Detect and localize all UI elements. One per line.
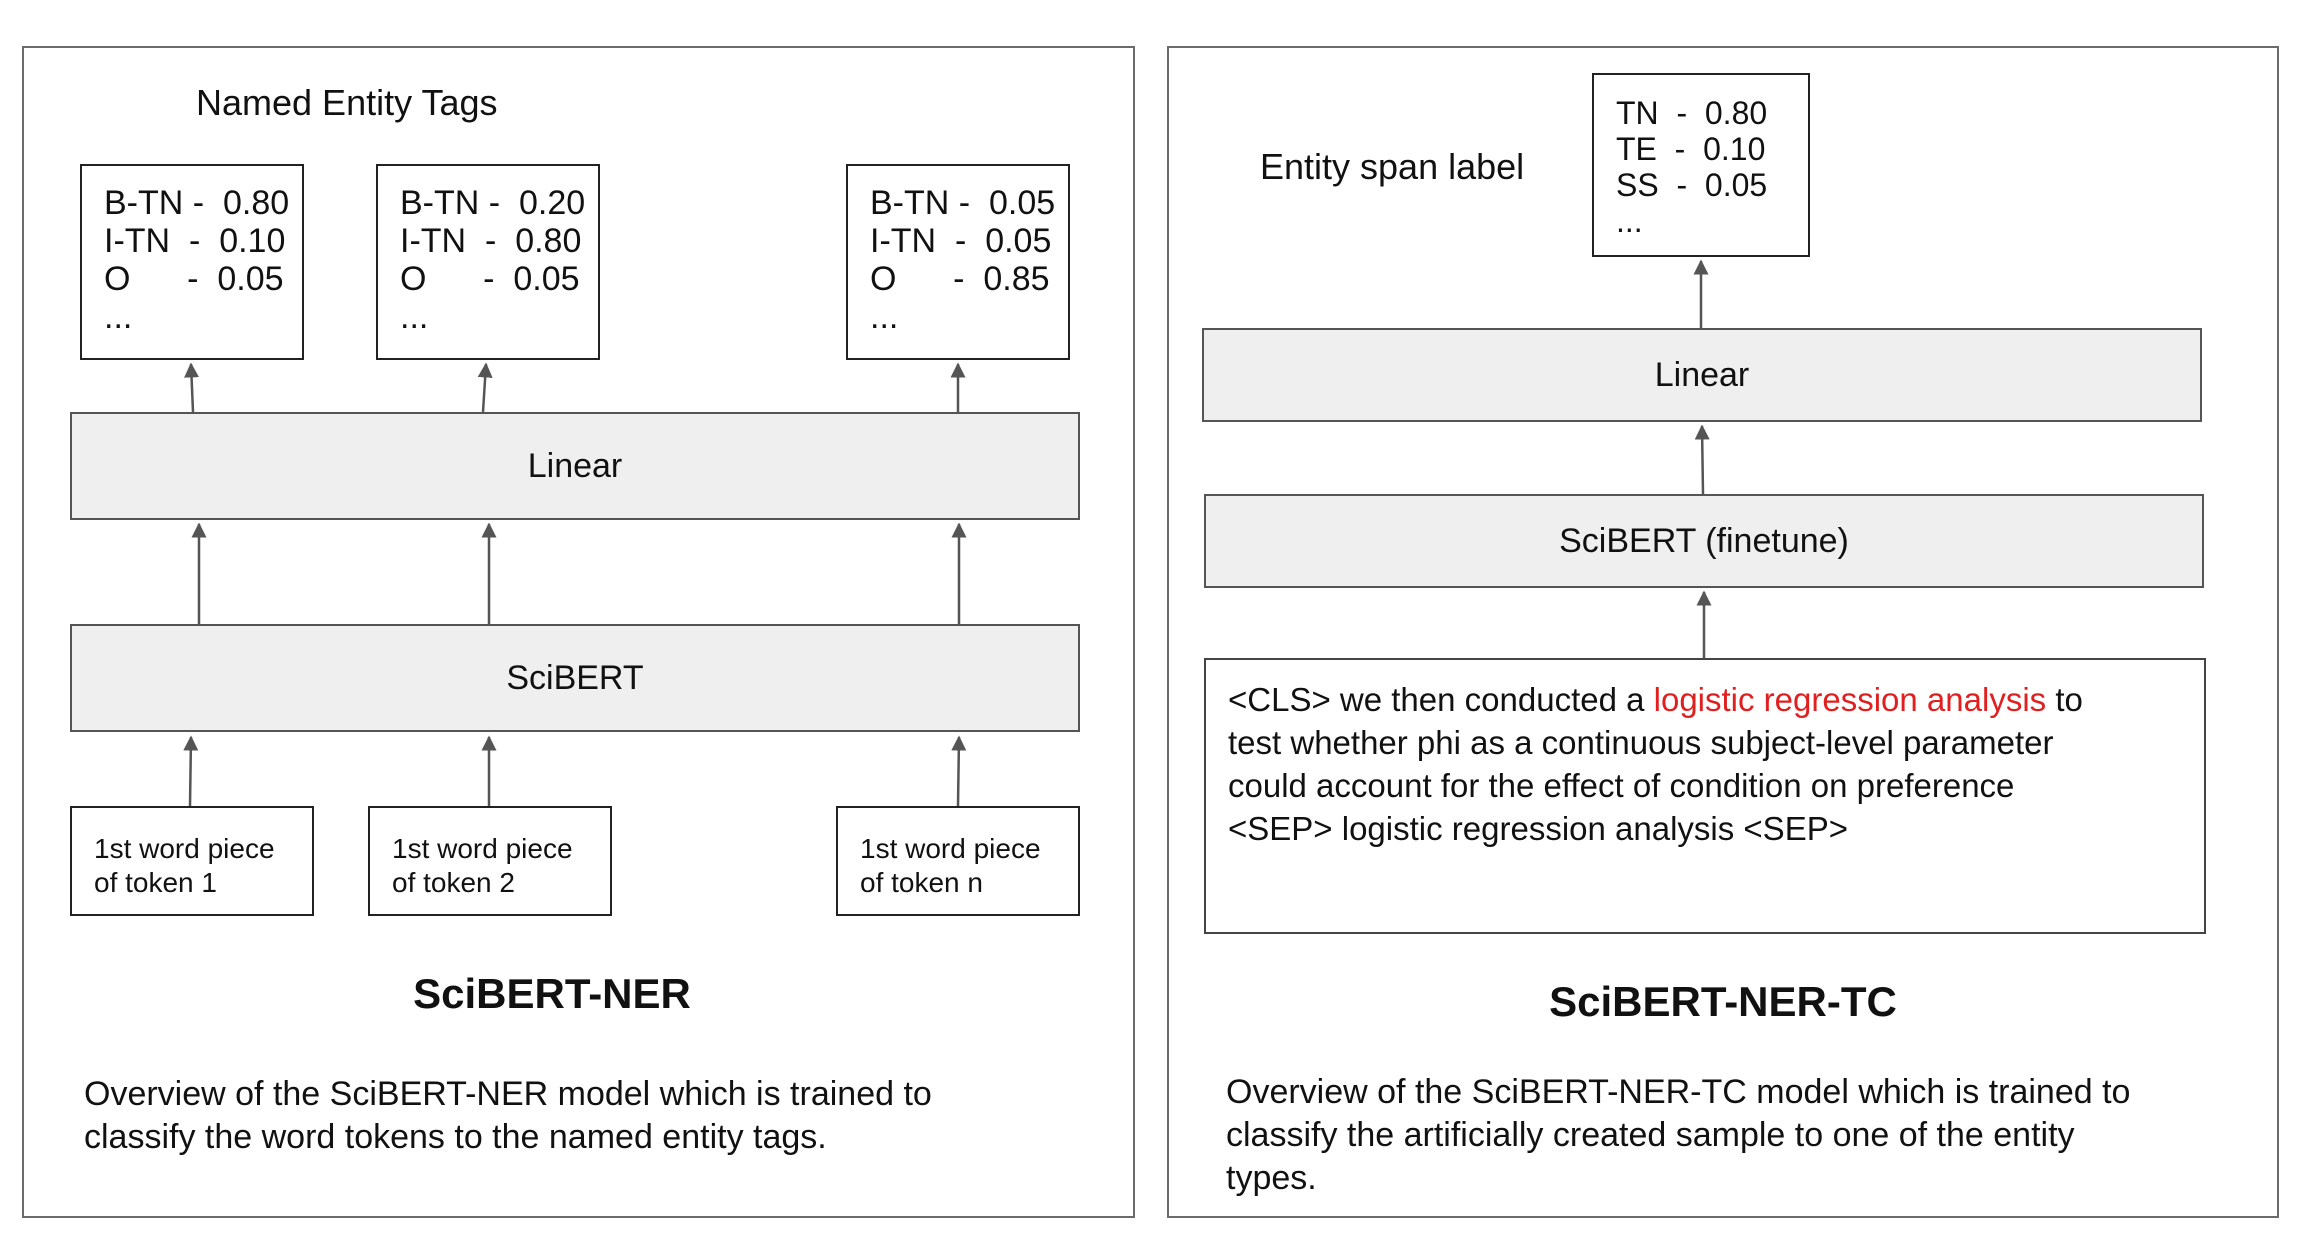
arrow-tc-scibert-to-linear bbox=[1694, 424, 1710, 495]
ner-linear-layer: Linear bbox=[70, 412, 1080, 520]
arrow-linear-to-output-1 bbox=[184, 362, 200, 413]
input-token-box-n: 1st word piece of token n bbox=[836, 806, 1080, 916]
tag-probability-row: I-TN - 0.05 bbox=[870, 222, 1052, 260]
input-token-line: of token n bbox=[860, 867, 983, 898]
sample-suffix-text: to bbox=[2046, 681, 2083, 718]
scibert-ner-tc-caption: Overview of the SciBERT-NER-TC model whi… bbox=[1226, 1071, 2266, 1200]
input-token-line: 1st word piece bbox=[860, 833, 1041, 864]
input-token-line: of token 2 bbox=[392, 867, 515, 898]
tag-probability-row: O - 0.05 bbox=[400, 260, 580, 298]
ner-output-box-n: B-TN - 0.05 I-TN - 0.05 O - 0.85 ... bbox=[846, 164, 1070, 360]
named-entity-tags-label: Named Entity Tags bbox=[196, 82, 498, 123]
caption-line: Overview of the SciBERT-NER-TC model whi… bbox=[1226, 1073, 2131, 1111]
tag-probability-row: ... bbox=[104, 298, 133, 336]
scibert-ner-tc-title: SciBERT-NER-TC bbox=[1549, 978, 1897, 1025]
arrow-input-to-scibert-n bbox=[951, 735, 967, 807]
tc-linear-layer: Linear bbox=[1202, 328, 2202, 422]
caption-line: Overview of the SciBERT-NER model which … bbox=[84, 1075, 932, 1113]
sample-line: <SEP> logistic regression analysis <SEP> bbox=[1228, 810, 1848, 847]
caption-line: classify the word tokens to the named en… bbox=[84, 1118, 827, 1156]
sample-line: could account for the effect of conditio… bbox=[1228, 767, 2015, 804]
sample-prefix-text: <CLS> we then conducted a bbox=[1228, 681, 1654, 718]
tag-probability-row: B-TN - 0.20 bbox=[400, 184, 586, 222]
scibert-ner-panel bbox=[22, 46, 1135, 1218]
scibert-ner-title: SciBERT-NER bbox=[413, 970, 691, 1017]
tag-probability-row: ... bbox=[870, 298, 899, 336]
type-probability-row: SS - 0.05 bbox=[1616, 167, 1768, 203]
tag-probability-row: B-TN - 0.05 bbox=[870, 184, 1056, 222]
scibert-ner-caption: Overview of the SciBERT-NER model which … bbox=[84, 1073, 1124, 1159]
tag-probability-row: ... bbox=[400, 298, 429, 336]
ner-output-box-2: B-TN - 0.20 I-TN - 0.80 O - 0.05 ... bbox=[376, 164, 600, 360]
scibert-ner-tc-panel bbox=[1167, 46, 2279, 1218]
caption-line: classify the artificially created sample… bbox=[1226, 1116, 2075, 1154]
ner-scibert-layer: SciBERT bbox=[70, 624, 1080, 732]
entity-span-label: Entity span label bbox=[1260, 146, 1525, 187]
input-token-line: of token 1 bbox=[94, 867, 217, 898]
tag-probability-row: O - 0.85 bbox=[870, 260, 1050, 298]
ner-output-box-1: B-TN - 0.80 I-TN - 0.10 O - 0.05 ... bbox=[80, 164, 304, 360]
tag-probability-row: O - 0.05 bbox=[104, 260, 284, 298]
sample-line: <CLS> we then conducted a logistic regre… bbox=[1228, 678, 2204, 721]
tc-scibert-finetune-layer: SciBERT (finetune) bbox=[1204, 494, 2204, 588]
tag-probability-row: I-TN - 0.80 bbox=[400, 222, 582, 260]
input-token-line: 1st word piece bbox=[392, 833, 573, 864]
tag-probability-row: I-TN - 0.10 bbox=[104, 222, 286, 260]
caption-line: types. bbox=[1226, 1159, 1317, 1197]
highlighted-entity-span: logistic regression analysis bbox=[1653, 681, 2047, 718]
sample-line: test whether phi as a continuous subject… bbox=[1228, 724, 2054, 761]
tc-output-box: TN - 0.80 TE - 0.10 SS - 0.05 ... bbox=[1592, 73, 1810, 257]
type-probability-row: TN - 0.80 bbox=[1616, 95, 1768, 131]
type-probability-row: ... bbox=[1616, 203, 1643, 239]
arrow-linear-to-output-2 bbox=[477, 362, 493, 413]
type-probability-row: TE - 0.10 bbox=[1616, 131, 1766, 167]
arrow-input-to-scibert-1 bbox=[183, 735, 199, 807]
constructed-sample-box: <CLS> we then conducted a logistic regre… bbox=[1204, 658, 2206, 934]
input-token-box-1: 1st word piece of token 1 bbox=[70, 806, 314, 916]
tag-probability-row: B-TN - 0.80 bbox=[104, 184, 290, 222]
input-token-box-2: 1st word piece of token 2 bbox=[368, 806, 612, 916]
input-token-line: 1st word piece bbox=[94, 833, 275, 864]
